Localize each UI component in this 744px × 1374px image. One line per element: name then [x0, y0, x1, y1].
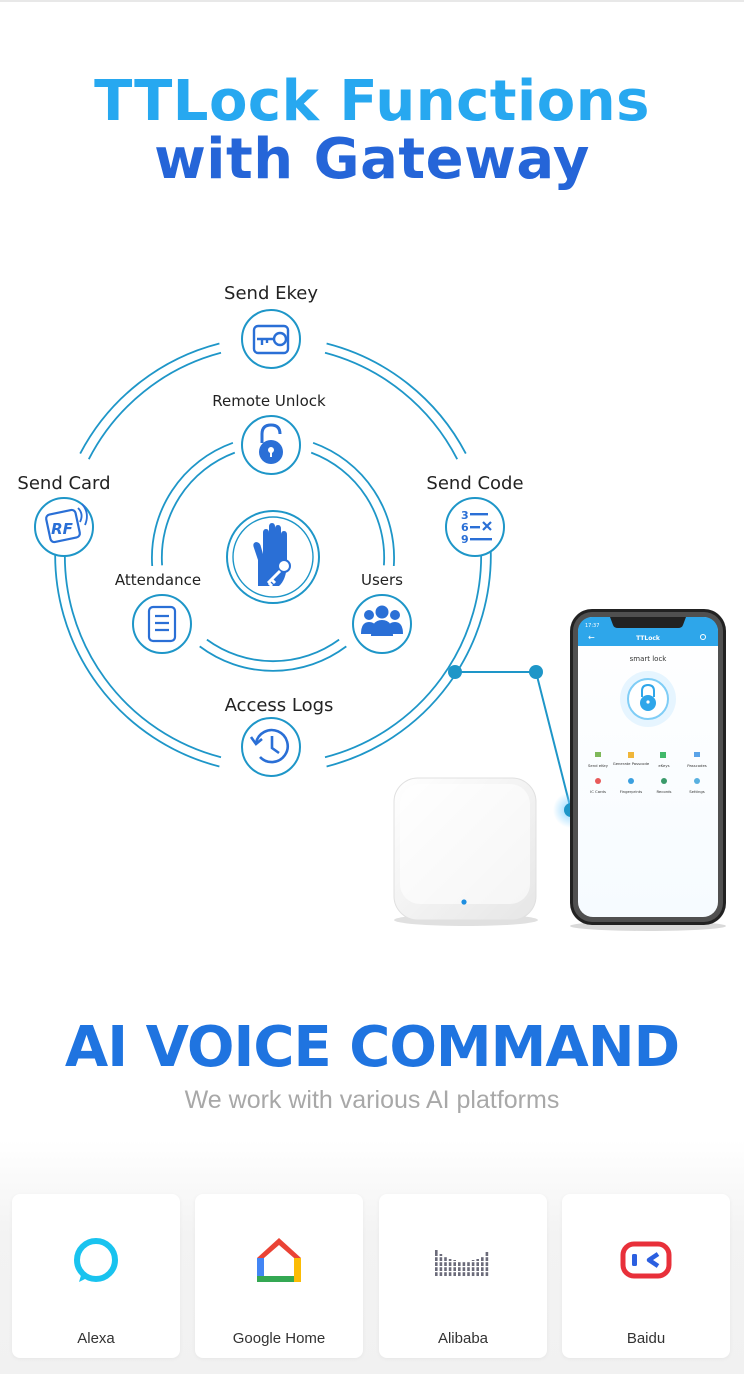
- history-icon: [249, 728, 289, 764]
- inner-ring: [151, 441, 395, 672]
- node-send-code: 3 6 9 Send Code: [426, 473, 524, 557]
- gateway-device: [393, 777, 538, 926]
- outer-ring: [54, 342, 492, 768]
- phone-app-title: TTLock: [636, 635, 661, 642]
- top-divider: [0, 0, 744, 2]
- platform-card-alibaba[interactable]: Alibaba: [379, 1194, 547, 1358]
- baidu-icon: [620, 1241, 672, 1279]
- rf-card-icon: RF: [45, 503, 88, 544]
- alibaba-icon: [435, 1250, 491, 1276]
- users-icon: [361, 605, 403, 636]
- platform-name: Alibaba: [437, 1330, 489, 1347]
- phone-menu-item: Records: [656, 789, 671, 794]
- voice-title: AI VOICE COMMAND: [64, 1015, 680, 1080]
- node-access-logs: Access Logs: [225, 695, 334, 777]
- node-users: Users: [352, 571, 412, 654]
- code-icon: 3 6 9: [461, 509, 492, 546]
- function-label: Attendance: [115, 571, 201, 589]
- platform-card-baidu[interactable]: Baidu: [562, 1194, 730, 1358]
- phone-time: 17:37: [585, 623, 599, 629]
- platform-card-google-home[interactable]: Google Home: [195, 1194, 363, 1358]
- svg-text:RF: RF: [51, 520, 74, 538]
- phone-menu-item: Send eKey: [588, 763, 609, 768]
- google-home-icon: [257, 1238, 301, 1282]
- svg-text:6: 6: [461, 521, 469, 534]
- phone-back-icon: ←: [588, 633, 595, 642]
- phone-menu-item: Generate Passcode: [613, 761, 650, 766]
- voice-subtitle: We work with various AI platforms: [184, 1086, 560, 1114]
- platform-name: Google Home: [232, 1330, 326, 1347]
- function-label: Access Logs: [225, 695, 334, 716]
- function-label: Remote Unlock: [212, 392, 326, 410]
- phone-menu-item: Settings: [689, 789, 705, 794]
- platform-name: Alexa: [77, 1330, 115, 1347]
- alexa-icon: [74, 1238, 118, 1282]
- function-label: Users: [361, 571, 403, 589]
- page-title-line2: with Gateway: [154, 127, 590, 192]
- document-icon: [147, 605, 177, 643]
- platform-name: Baidu: [626, 1330, 666, 1347]
- platform-card-alexa[interactable]: Alexa: [12, 1194, 180, 1358]
- phone-lock-name: smart lock: [630, 655, 668, 663]
- padlock-icon: [259, 423, 283, 464]
- functions-diagram: Send Ekey Remote Unlock RF Send Card 3 6…: [17, 283, 726, 931]
- palm-key-icon: [226, 510, 320, 604]
- ekey-icon: [252, 324, 290, 355]
- node-send-card: RF Send Card: [17, 473, 111, 557]
- svg-text:3: 3: [461, 509, 469, 522]
- function-label: Send Ekey: [224, 283, 318, 304]
- function-label: Send Card: [17, 473, 110, 494]
- node-send-ekey: Send Ekey: [224, 283, 318, 369]
- svg-text:9: 9: [461, 533, 469, 546]
- node-attendance: Attendance: [115, 571, 201, 654]
- phone-mockup: 17:37 TTLock ← smart lock Send eKey Gene…: [570, 609, 726, 931]
- phone-menu-item: eKeys: [658, 763, 669, 768]
- phone-menu-item: Fingerprints: [620, 789, 643, 794]
- phone-menu-item: IC Cards: [590, 789, 606, 794]
- function-label: Send Code: [426, 473, 523, 494]
- node-remote-unlock: Remote Unlock: [212, 392, 326, 475]
- phone-settings-icon: [700, 634, 706, 640]
- phone-menu: Send eKey Generate Passcode eKeys Passco…: [588, 752, 707, 794]
- phone-menu-item: Passcodes: [687, 763, 707, 768]
- page-title-line1: TTLock Functions: [94, 69, 650, 134]
